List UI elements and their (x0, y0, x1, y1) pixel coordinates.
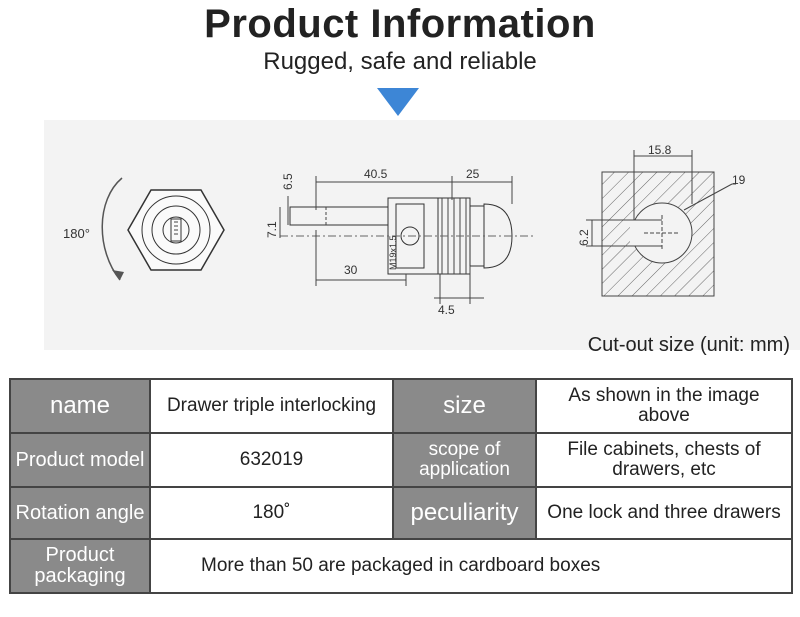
name-label: name (9, 378, 151, 434)
cutout-view: 15.8 19 6.2 (577, 143, 746, 297)
lock-side-view: 40.5 25 6.5 7.1 30 4.5 M19x1.5 (265, 167, 534, 317)
model-value: 632019 (149, 432, 394, 488)
technical-drawing: 180° (44, 120, 800, 350)
size-value: As shown in the image above (535, 378, 793, 434)
rotation-label: 180° (63, 226, 90, 241)
peculiarity-value: One lock and three drawers (535, 486, 793, 540)
dim-6-2: 6.2 (577, 229, 591, 246)
down-arrow-icon (377, 88, 419, 116)
page-subtitle: Rugged, safe and reliable (263, 48, 537, 75)
spec-table: name Drawer triple interlocking size As … (9, 378, 793, 594)
scope-label: scope of application (392, 432, 537, 488)
page-title: Product Information (204, 2, 596, 46)
packaging-value: More than 50 are packaged in cardboard b… (149, 538, 793, 594)
dim-6-5: 6.5 (281, 173, 295, 190)
size-label: size (392, 378, 537, 434)
model-label: Product model (9, 432, 151, 488)
scope-value: File cabinets, chests of drawers, etc (535, 432, 793, 488)
packaging-label: Product packaging (9, 538, 151, 594)
table-row: Rotation angle 180˚ peculiarity One lock… (9, 486, 793, 540)
dim-25: 25 (466, 167, 480, 181)
name-value: Drawer triple interlocking (149, 378, 394, 434)
rotation-label: Rotation angle (9, 486, 151, 540)
rotation-value: 180˚ (149, 486, 394, 540)
cutout-caption: Cut-out size (unit: mm) (587, 334, 790, 356)
dim-15-8: 15.8 (648, 143, 672, 157)
lock-front-view (127, 189, 225, 271)
rotation-arrow-icon (101, 177, 123, 281)
peculiarity-label: peculiarity (392, 486, 537, 540)
dim-4-5: 4.5 (438, 303, 455, 317)
thread-label: M19x1.5 (388, 235, 398, 270)
rotation-arrowhead-icon (112, 270, 124, 280)
dim-7-1: 7.1 (265, 221, 279, 238)
dim-30: 30 (344, 263, 358, 277)
dim-40-5: 40.5 (364, 167, 388, 181)
table-row: Product model 632019 scope of applicatio… (9, 432, 793, 488)
dim-19: 19 (732, 173, 746, 187)
table-row: Product packaging More than 50 are packa… (9, 538, 793, 594)
table-row: name Drawer triple interlocking size As … (9, 378, 793, 434)
